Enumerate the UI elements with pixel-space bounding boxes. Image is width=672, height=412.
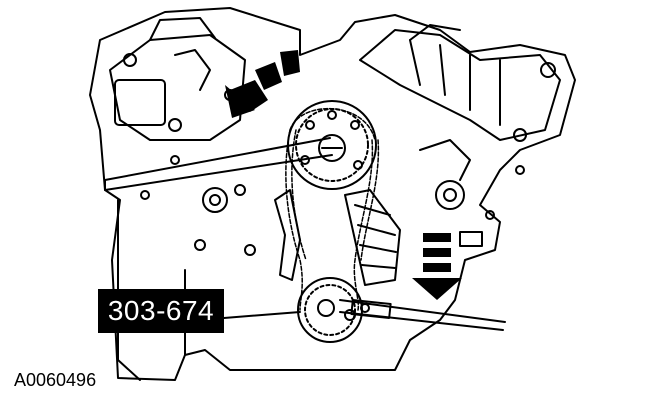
chain-guides: [274, 189, 401, 286]
label-leader-line: [223, 311, 301, 319]
curved-arrow-icon: [225, 50, 300, 118]
engine-fasteners: [140, 139, 525, 256]
down-arrow-icon: [412, 233, 462, 300]
right-cylinder-head: [359, 24, 561, 142]
tool-number-label: 303-674: [98, 289, 224, 333]
camshaft-sprocket: [287, 100, 377, 190]
left-cylinder-head: [109, 17, 246, 141]
crankshaft-holding-tool: [339, 299, 506, 331]
tool-bar-upper: [104, 137, 333, 191]
figure-id: A0060496: [14, 370, 97, 390]
